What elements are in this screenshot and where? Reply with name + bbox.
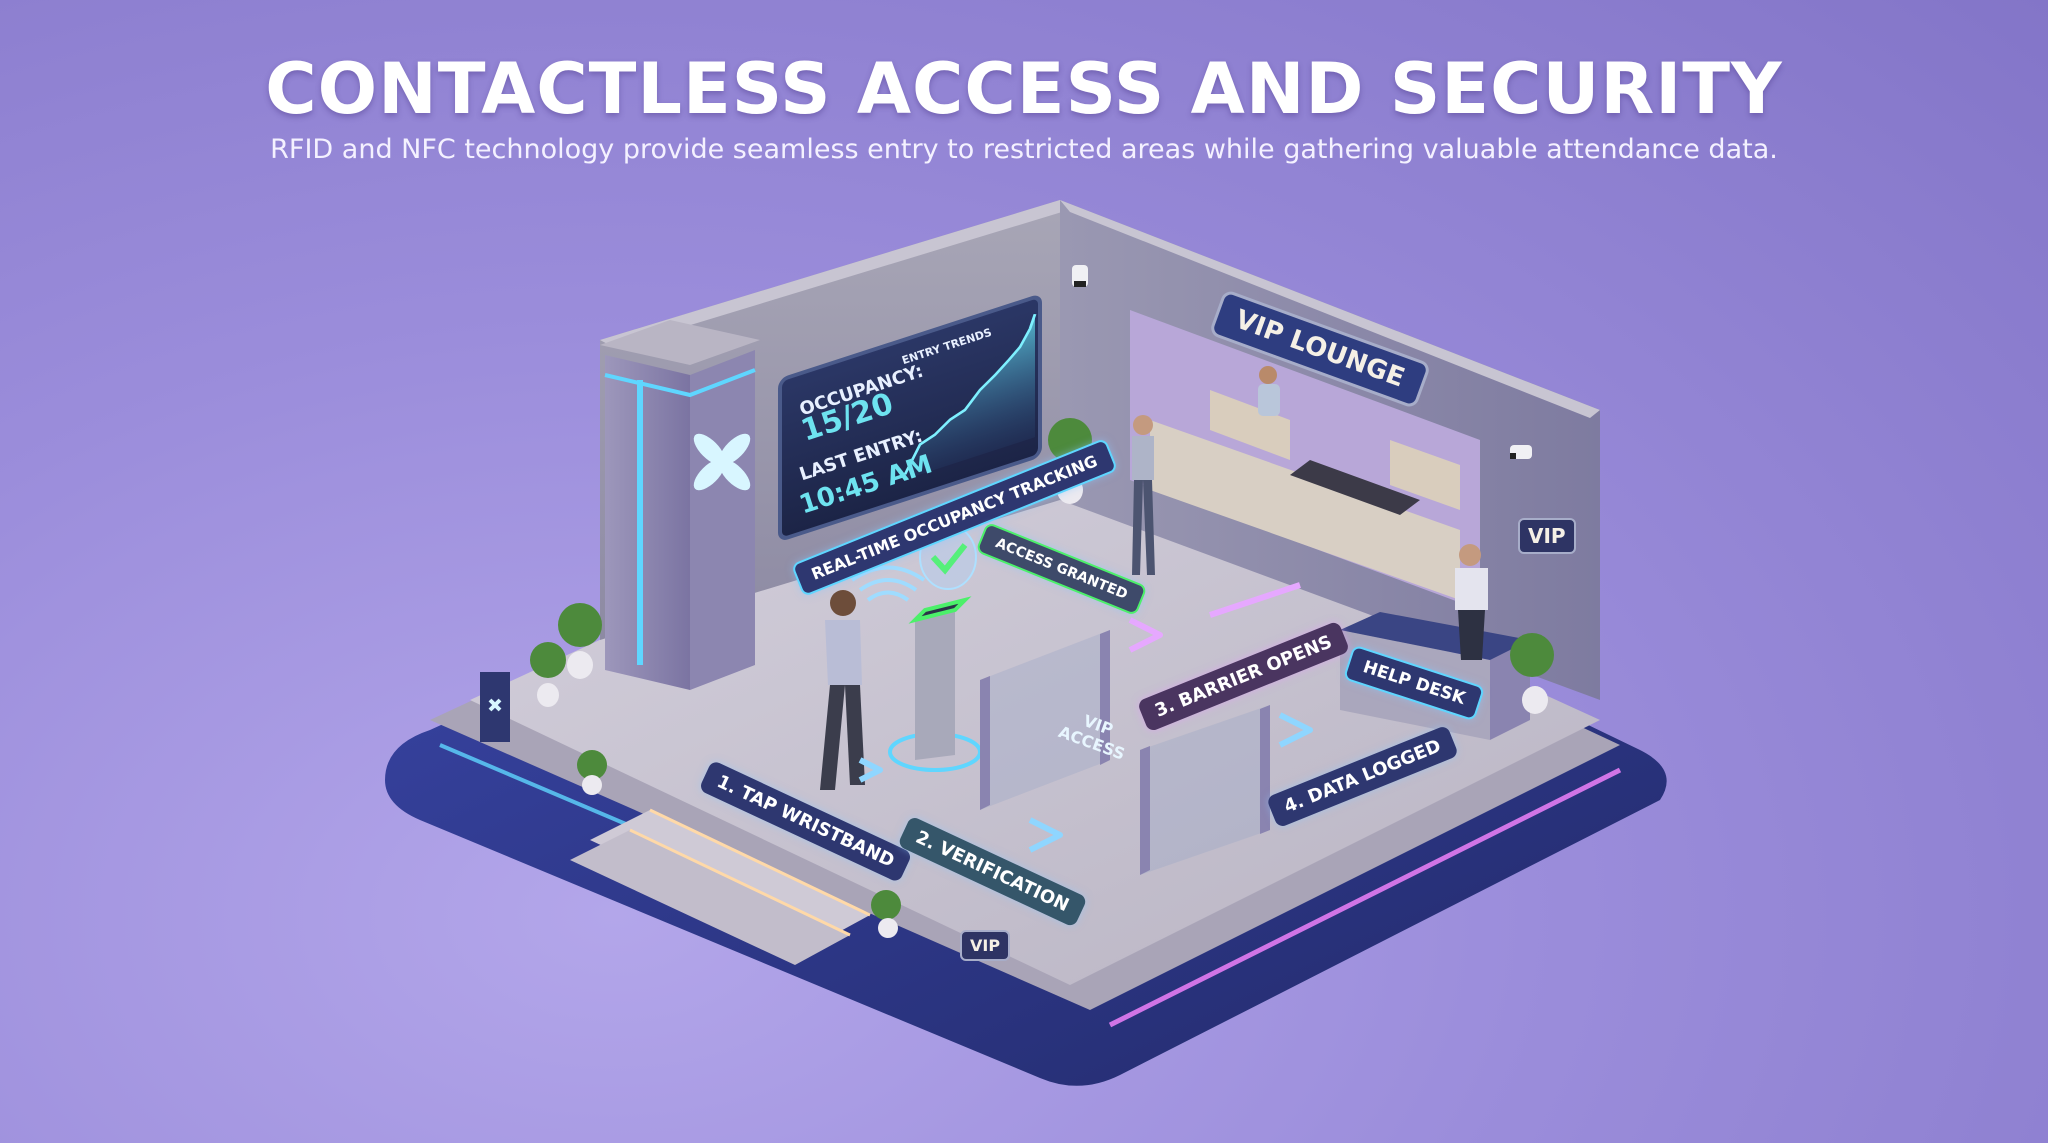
rfid-reader-kiosk [888,596,982,772]
receptionist [1455,544,1488,660]
entry-steps [570,808,871,965]
chevron-arrow-icon [858,582,1313,853]
security-camera-icon [1510,445,1532,459]
turnstile-gate-1 [980,630,1110,810]
brand-petal-logo [693,433,751,491]
visitor-woman [1132,415,1155,575]
security-camera-icon [1072,265,1088,287]
occupancy-screen [778,295,1042,540]
sign-vip-wall: VIP [1518,518,1576,554]
branded-pillar [600,320,760,690]
page-subtitle: RFID and NFC technology provide seamless… [270,134,1778,165]
sign-vip-steps: VIP [960,930,1011,961]
brand-sign-stand [480,672,510,742]
pink-neon-strip [1108,767,1622,1028]
entry-trends-area [905,314,1035,480]
turnstile-gate-2 [1140,705,1270,875]
wifi-nfc-icon [850,565,926,602]
entry-trends-line [903,314,1037,475]
page-title: CONTACTLESS ACCESS AND SECURITY [265,48,1783,130]
